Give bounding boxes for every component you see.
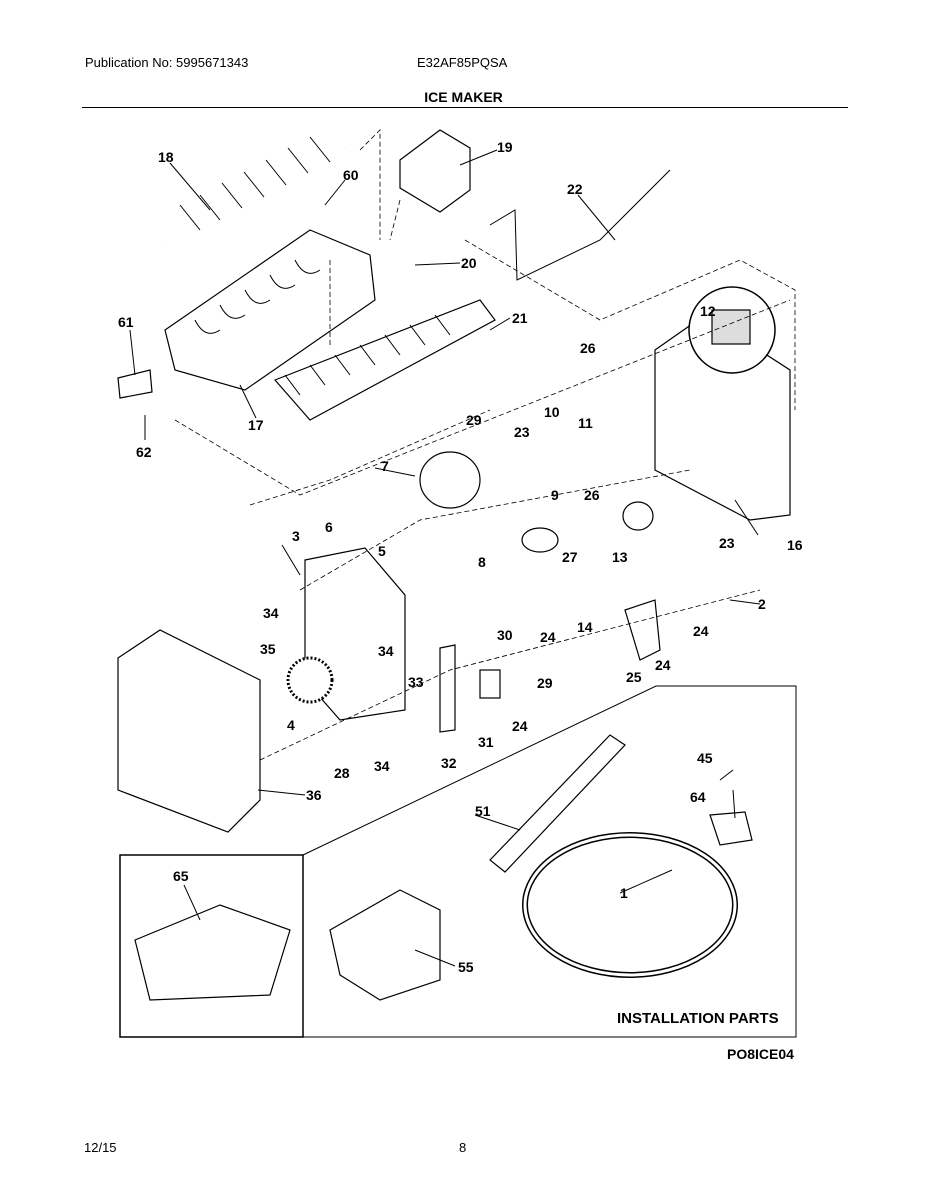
callout-33: 33 — [408, 674, 424, 690]
callout-35: 35 — [260, 641, 276, 657]
callout-65: 65 — [173, 868, 189, 884]
callout-16: 16 — [787, 537, 803, 553]
callout-10: 10 — [544, 404, 560, 420]
callout-34c: 34 — [374, 758, 390, 774]
callout-2: 2 — [758, 596, 766, 612]
callout-26: 26 — [580, 340, 596, 356]
clamp-part — [709, 811, 753, 846]
callout-leader-lines — [129, 149, 761, 967]
connector-part — [711, 309, 751, 345]
callout-labels: 18 60 19 22 20 21 61 17 62 12 26 11 10 2… — [118, 139, 803, 975]
switch-part — [479, 669, 501, 699]
thermostat-part — [521, 527, 559, 553]
publication-number: Publication No: 5995671343 — [85, 55, 249, 70]
stripper-part — [273, 299, 496, 421]
callout-32: 32 — [441, 755, 457, 771]
callout-19: 19 — [497, 139, 513, 155]
front-cover-part — [117, 629, 261, 833]
callout-21: 21 — [512, 310, 528, 326]
callout-23: 23 — [514, 424, 530, 440]
bracket-part — [117, 369, 153, 399]
callout-17: 17 — [248, 417, 264, 433]
ice-bucket-part — [134, 904, 291, 1001]
mold-cavities — [194, 259, 321, 334]
callout-29: 29 — [466, 412, 482, 428]
timing-gear-part — [286, 656, 334, 704]
assembly-guide-lines — [174, 129, 796, 761]
callout-14: 14 — [577, 619, 593, 635]
tubing-inner — [523, 833, 737, 977]
callout-4: 4 — [287, 717, 295, 733]
callout-18: 18 — [158, 149, 174, 165]
mold-part — [164, 229, 376, 391]
support-part — [439, 644, 456, 733]
shutoff-arm-part — [489, 169, 671, 281]
callout-22: 22 — [567, 181, 583, 197]
callout-25: 25 — [626, 669, 642, 685]
installation-parts-label: INSTALLATION PARTS — [617, 1010, 779, 1027]
water-valve-part — [329, 889, 441, 1001]
callout-26b: 26 — [584, 487, 600, 503]
callout-15b: 24 — [693, 623, 709, 639]
page-title: ICE MAKER — [424, 89, 503, 105]
fill-tube-part — [489, 734, 626, 873]
ejector-part — [167, 136, 346, 250]
callout-13: 13 — [612, 549, 628, 565]
callout-5: 5 — [378, 543, 386, 559]
callout-3: 3 — [292, 528, 300, 544]
callout-11: 11 — [578, 415, 593, 431]
callout-64: 64 — [690, 789, 706, 805]
callout-31: 31 — [478, 734, 494, 750]
callout-60: 60 — [343, 167, 359, 183]
motor-part — [419, 451, 481, 509]
callout-8: 8 — [478, 554, 486, 570]
callout-20: 20 — [461, 255, 477, 271]
callout-15: 24 — [540, 629, 556, 645]
callout-23b: 23 — [719, 535, 735, 551]
footer-date: 12/15 — [84, 1140, 117, 1155]
callout-30: 30 — [497, 627, 513, 643]
callout-12: 12 — [700, 303, 716, 319]
page-number: 8 — [459, 1140, 467, 1155]
callout-15c: 24 — [512, 718, 528, 734]
callout-34: 34 — [263, 605, 279, 621]
cover-part — [399, 129, 471, 213]
callout-6: 6 — [325, 519, 333, 535]
callout-62: 62 — [136, 444, 152, 460]
heater-part — [622, 501, 654, 531]
lever-part — [624, 599, 661, 661]
callout-29b: 29 — [537, 675, 553, 691]
diagram-code: PO8ICE04 — [727, 1046, 794, 1062]
model-number: E32AF85PQSA — [417, 55, 508, 70]
callout-34b: 34 — [378, 643, 394, 659]
callout-7: 7 — [381, 458, 389, 474]
callout-28: 28 — [334, 765, 350, 781]
callout-55: 55 — [458, 959, 474, 975]
callout-24: 24 — [655, 657, 671, 673]
callout-1: 1 — [620, 885, 628, 901]
callout-36: 36 — [306, 787, 322, 803]
callout-45: 45 — [697, 750, 713, 766]
ice-bucket-frame — [119, 854, 304, 1038]
callout-9: 9 — [551, 487, 559, 503]
header-rule — [82, 107, 848, 108]
callout-27: 27 — [562, 549, 578, 565]
callout-61: 61 — [118, 314, 134, 330]
callout-51: 51 — [475, 803, 491, 819]
